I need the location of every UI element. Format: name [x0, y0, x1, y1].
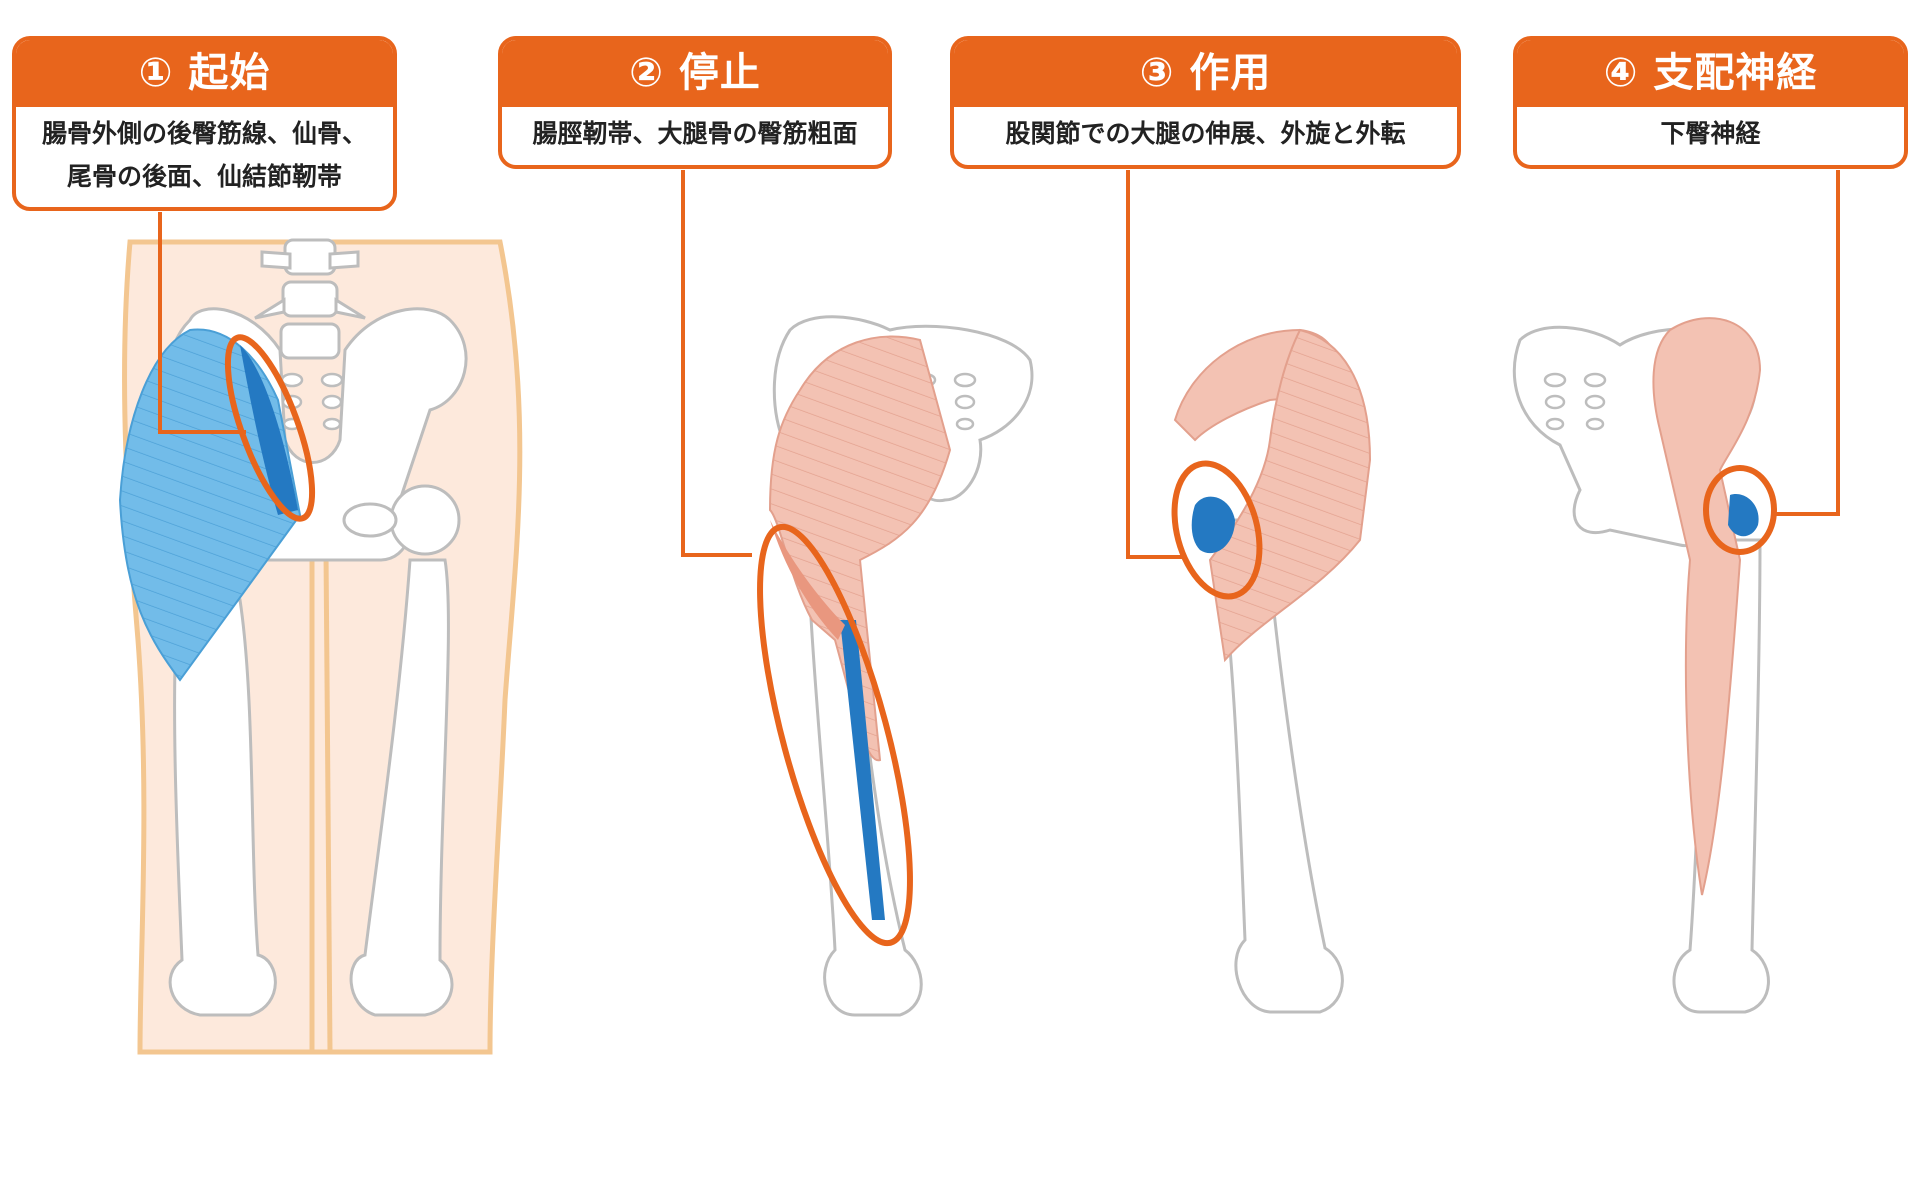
nerve-description: 下臀神経: [1517, 107, 1904, 155]
leader-line-4: [1775, 170, 1840, 516]
figure-origin: [118, 212, 523, 1055]
action-box: ③ 作用 股関節での大腿の伸展、外旋と外転: [950, 36, 1461, 169]
insertion-area: [840, 620, 885, 920]
gluteus-maximus-muscle-4: [1652, 317, 1762, 896]
hip-joint-area: [1191, 496, 1235, 554]
lumbar-spine: [254, 238, 366, 360]
nerve-line-1: 下臀神経: [1660, 119, 1761, 148]
action-description: 股関節での大腿の伸展、外旋と外転: [954, 107, 1457, 155]
origin-area: [240, 345, 298, 515]
insertion-description: 腸脛靭帯、大腿骨の臀筋粗面: [502, 107, 888, 155]
nerve-area: [1728, 494, 1759, 537]
action-line-1: 股関節での大腿の伸展、外旋と外転: [1005, 119, 1406, 148]
insertion-box: ② 停止 腸脛靭帯、大腿骨の臀筋粗面: [498, 36, 892, 169]
insertion-highlight-ellipse: [757, 523, 913, 947]
origin-line-2: 尾骨の後面、仙結節靭帯: [66, 162, 342, 191]
leader-line-3: [1126, 170, 1185, 559]
insertion-line-1: 腸脛靭帯、大腿骨の臀筋粗面: [532, 119, 858, 148]
figure-action: [1126, 170, 1372, 1014]
origin-line-1: 腸骨外側の後臀筋線、仙骨、: [41, 119, 367, 148]
origin-highlight-ellipse: [224, 334, 316, 522]
insertion-title: ② 停止: [502, 40, 888, 107]
figure-nerve: [1512, 170, 1840, 1014]
leader-line-1: [158, 212, 246, 434]
nerve-box: ④ 支配神経 下臀神経: [1513, 36, 1908, 169]
left-femur: [168, 598, 277, 1017]
gluteus-maximus-muscle-3: [1208, 328, 1372, 663]
nerve-title: ④ 支配神経: [1517, 40, 1904, 107]
origin-box: ① 起始 腸骨外側の後臀筋線、仙骨、 尾骨の後面、仙結節靭帯: [12, 36, 397, 211]
origin-description: 腸骨外側の後臀筋線、仙骨、 尾骨の後面、仙結節靭帯: [16, 107, 393, 198]
action-highlight-ellipse: [1171, 460, 1263, 600]
nerve-highlight-ellipse: [1703, 465, 1777, 555]
origin-title: ① 起始: [16, 40, 393, 107]
leader-line-2: [681, 170, 752, 557]
femur-3: [1213, 518, 1344, 1014]
action-title: ③ 作用: [954, 40, 1457, 107]
figure-insertion: [681, 170, 1034, 1017]
right-femur: [349, 558, 454, 1017]
